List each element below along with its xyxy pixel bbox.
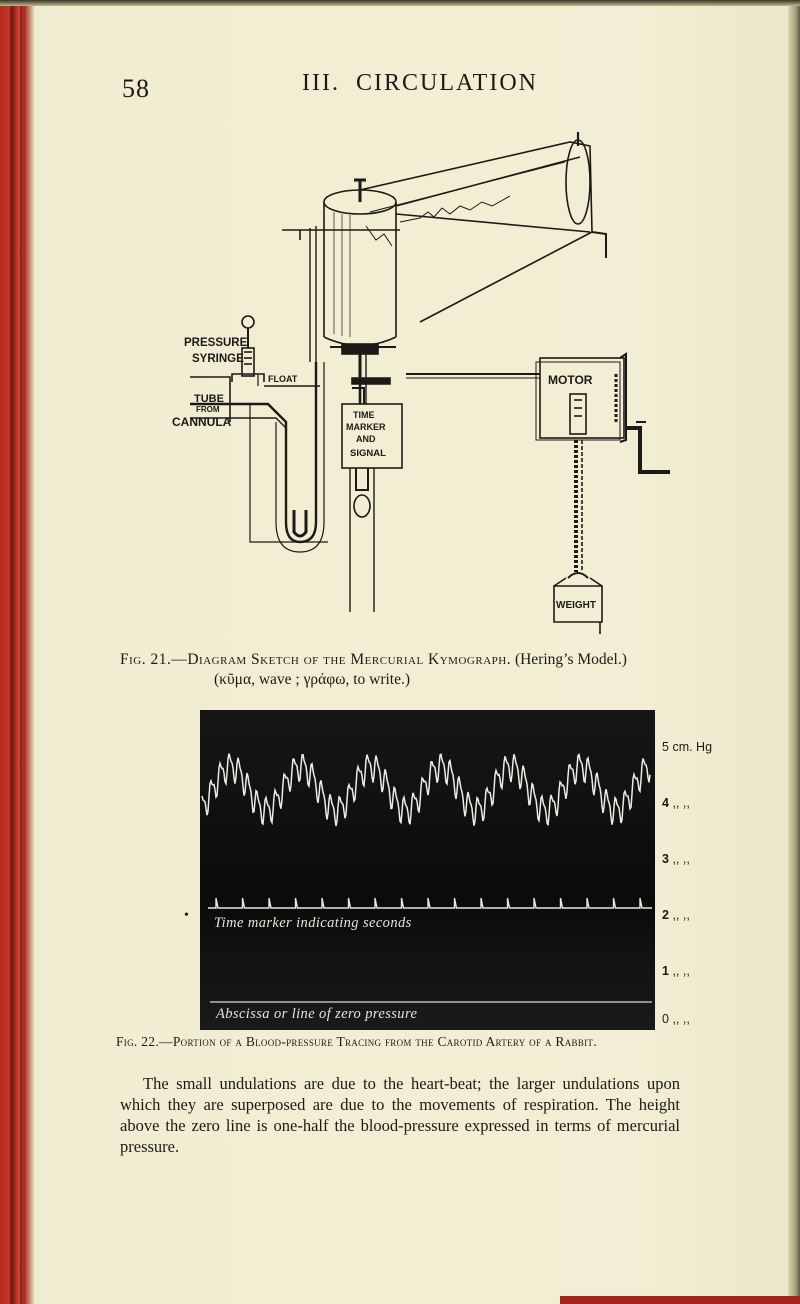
scale-label-0: 0 ,, ,,: [662, 1012, 690, 1026]
chapter-title: CIRCULATION: [355, 70, 538, 96]
page-number: 58: [122, 74, 150, 103]
label-weight: WEIGHT: [556, 600, 596, 611]
label-from: FROM: [196, 405, 220, 414]
scale-label-3: 3 ,, ,,: [662, 852, 690, 866]
motor-box: [539, 357, 625, 439]
pressure-scale: 5 cm. Hg 4 ,, ,, 3 ,, ,, 2 ,, ,, 1 ,, ,,…: [662, 710, 792, 1030]
weight-box: [553, 585, 603, 623]
page-top-edge: [0, 0, 800, 6]
time-marker-box: [341, 403, 403, 469]
figure22-caption: Fig. 22.—Portion of a Blood-pressure Tra…: [116, 1034, 800, 1050]
label-marker: MARKER: [346, 422, 386, 432]
figure21-etymology: (κῦμα, wave ; γράφω, to write.): [214, 671, 411, 688]
label-tube: TUBE: [194, 393, 224, 405]
page-right-edge: [788, 0, 800, 1304]
scale-label-2: 2 ,, ,,: [662, 908, 690, 922]
kymograph-drawing: PRESSURE SYRINGE FLOAT TUBE FROM CANNULA…: [172, 132, 670, 634]
time-marker-line: [208, 897, 652, 909]
body-paragraph: The small undulations are due to the hea…: [120, 1073, 680, 1156]
pressure-waveform: [201, 753, 651, 827]
abscissa-annotation: Abscissa or line of zero pressure: [215, 1006, 417, 1022]
label-motor: MOTOR: [548, 373, 593, 387]
label-float: FLOAT: [268, 374, 298, 384]
tracing-image: Time marker indicating seconds Abscissa …: [200, 710, 655, 1030]
kymograph-diagram: PRESSURE SYRINGE FLOAT TUBE FROM CANNULA…: [170, 122, 670, 642]
chapter-numeral: III.: [302, 70, 340, 96]
figure21-title: —Diagram Sketch of the Mercurial Kymogra…: [171, 651, 512, 668]
figure21-note: (Hering’s Model.): [514, 651, 627, 668]
running-head: III. CIRCULATION: [0, 70, 800, 97]
gear-wheel: [341, 343, 379, 355]
figure22-title: —Portion of a Blood-pressure Tracing fro…: [159, 1034, 597, 1049]
book-binding-edge: [0, 0, 34, 1304]
label-cannula: CANNULA: [172, 415, 232, 429]
blood-pressure-tracing: Time marker indicating seconds Abscissa …: [200, 710, 655, 1030]
figure21-caption: Fig. 21.—Diagram Sketch of the Mercurial…: [120, 650, 800, 690]
figure21-ref: Fig. 21.: [120, 651, 172, 668]
label-pressure: PRESSURE: [184, 337, 248, 349]
page-bottom-edge: [560, 1296, 800, 1304]
scale-label-1: 1 ,, ,,: [662, 964, 690, 978]
paper-band-top: [359, 141, 593, 323]
time-marker-bulb: [353, 494, 371, 518]
label-time: TIME: [353, 410, 375, 420]
margin-mark: •: [184, 908, 189, 923]
time-marker-annotation: Time marker indicating seconds: [214, 915, 412, 931]
scale-label-4: 4 ,, ,,: [662, 796, 690, 810]
scale-label-5: 5 cm. Hg: [662, 740, 713, 754]
label-syringe: SYRINGE: [192, 353, 244, 365]
manometer-u-tube: [190, 362, 318, 544]
syringe-box: [190, 376, 231, 422]
label-signal: SIGNAL: [350, 448, 386, 459]
figure22-ref: Fig. 22.: [116, 1034, 160, 1049]
far-roller: [565, 139, 591, 225]
label-and: AND: [356, 434, 376, 444]
